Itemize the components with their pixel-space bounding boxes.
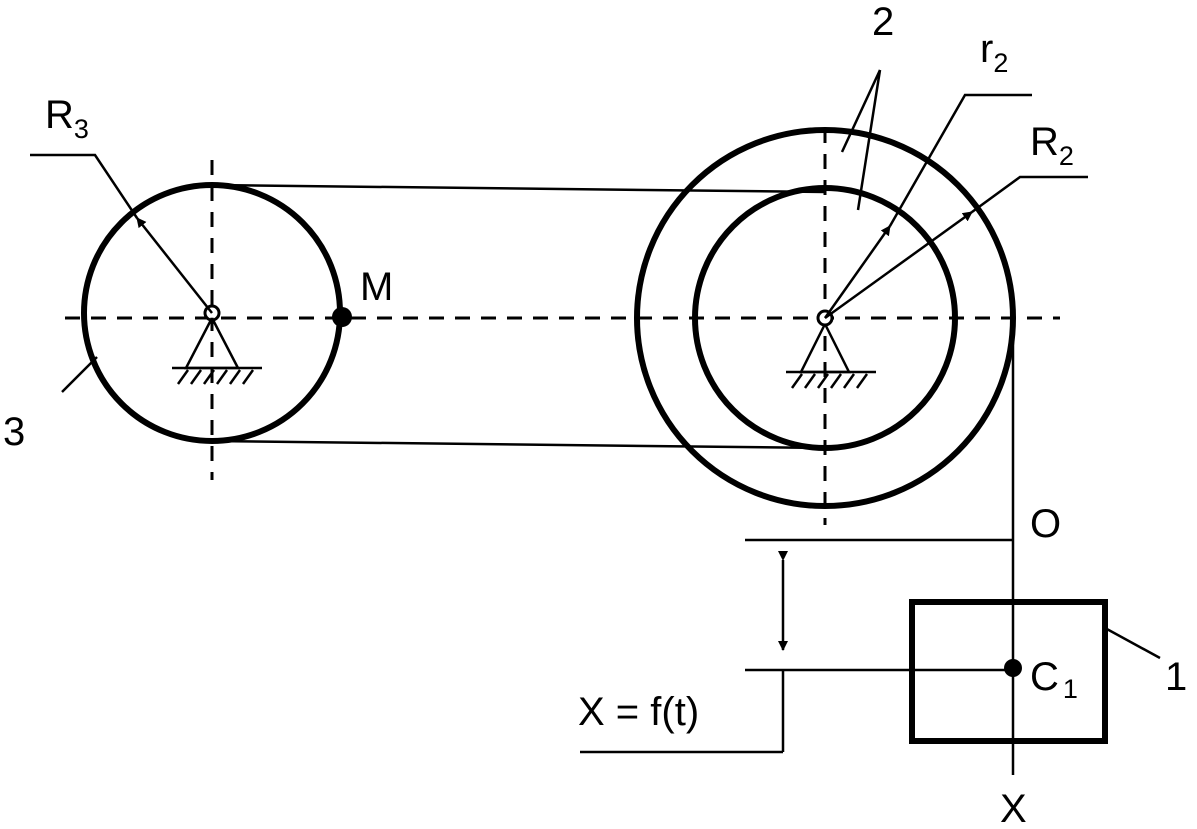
r2-big-radius-arrow (824, 210, 973, 320)
belt-bottom-line (211, 439, 826, 450)
c1-marker (1004, 659, 1022, 677)
motion-law-label: X = f(t) (578, 690, 699, 734)
axis-x-label: X (1000, 787, 1027, 829)
label2-leader-inner (856, 69, 882, 211)
origin-label: O (1030, 502, 1061, 546)
wheel-3 (30, 153, 352, 444)
wheel2-support-icon (786, 323, 876, 389)
r2-big-leader-line (971, 175, 1088, 214)
label3-leader-line (61, 356, 98, 393)
belt (211, 183, 826, 450)
r3-leader-line (30, 153, 139, 219)
r3-radius-arrow (136, 217, 213, 314)
point-m-marker (332, 307, 352, 327)
label-body-1: 1 (1165, 655, 1187, 699)
body1-box (909, 599, 1108, 744)
wheel3-support-icon (172, 317, 262, 385)
label2-leader-outer (840, 69, 882, 153)
r2-big-label: R2 (1030, 120, 1074, 171)
label1-leader-line (1104, 626, 1161, 660)
wheel2-inner-rim (692, 185, 958, 451)
label-body-2: 2 (872, 0, 894, 44)
r3-label: R3 (45, 93, 89, 144)
wheel-2 (634, 69, 1088, 509)
point-m-label: M (360, 265, 393, 309)
label-body-3: 3 (3, 410, 25, 454)
load-assembly (580, 318, 1161, 775)
r2-small-leader-line (888, 93, 1032, 227)
belt-top-line (211, 183, 826, 194)
r2-small-radius-arrow (823, 225, 892, 319)
r2-small-label: r2 (980, 27, 1008, 78)
